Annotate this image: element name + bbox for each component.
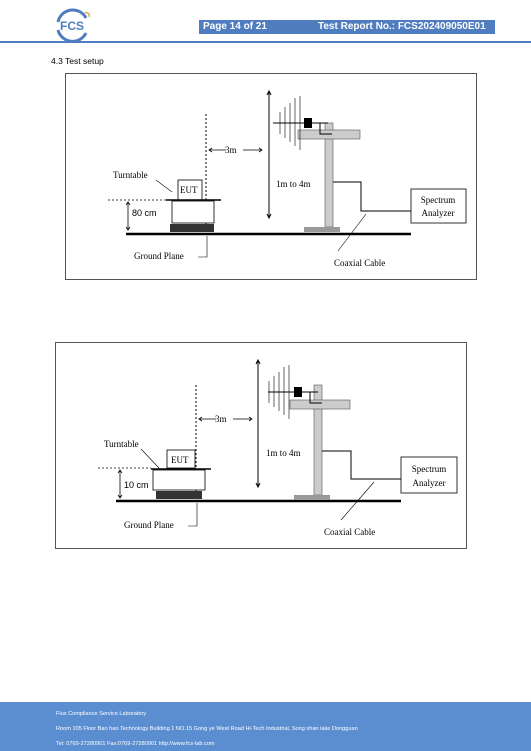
- page-number: Page 14 of 21: [203, 21, 267, 32]
- section-title: 4.3 Test setup: [51, 56, 104, 66]
- footer-company: Flux Compliance Service Laboratory: [56, 711, 147, 717]
- turntable-label: Turntable: [113, 170, 148, 180]
- svg-text:FCS: FCS: [60, 19, 84, 33]
- test-setup-diagram-1: 3m EUT 80 cm Turntable Ground Plane 1m t…: [65, 73, 477, 280]
- footer-contact: Tel: 0769-27280901 Fax:0769-27280901 htt…: [56, 741, 215, 747]
- antenna-icon: [268, 365, 290, 419]
- footer: Flux Compliance Service Laboratory Room …: [0, 702, 531, 751]
- antenna-icon: [279, 96, 301, 150]
- eut-label: EUT: [171, 455, 189, 465]
- report-number: Test Report No.: FCS202409050E01: [318, 21, 486, 32]
- coaxial-cable-label: Coaxial Cable: [334, 258, 385, 268]
- analyzer-label-2: Analyzer: [422, 208, 455, 218]
- ground-plane-label: Ground Plane: [124, 520, 174, 530]
- analyzer-label-1: Spectrum: [421, 195, 456, 205]
- footer-address: Room 105 Floor Bao hao Technology Buildi…: [56, 726, 358, 732]
- header-band: Page 14 of 21 Test Report No.: FCS202409…: [199, 20, 495, 34]
- test-setup-diagram-2: 3m EUT 10 cm Turntable Ground Plane 1m t…: [55, 342, 467, 549]
- turntable-label: Turntable: [104, 439, 139, 449]
- antenna-height-label: 1m to 4m: [276, 179, 311, 189]
- analyzer-label-1: Spectrum: [412, 464, 447, 474]
- ground-plane-label: Ground Plane: [134, 251, 184, 261]
- analyzer-label-2: Analyzer: [413, 478, 446, 488]
- height-label: 10 cm: [124, 480, 149, 490]
- antenna-height-label: 1m to 4m: [266, 448, 301, 458]
- company-logo: FCS: [56, 8, 91, 43]
- height-label: 80 cm: [132, 208, 157, 218]
- coaxial-cable-label: Coaxial Cable: [324, 527, 375, 537]
- distance-label: 3m: [215, 414, 227, 424]
- header-divider: [0, 41, 531, 43]
- distance-label: 3m: [225, 145, 237, 155]
- eut-label: EUT: [180, 185, 198, 195]
